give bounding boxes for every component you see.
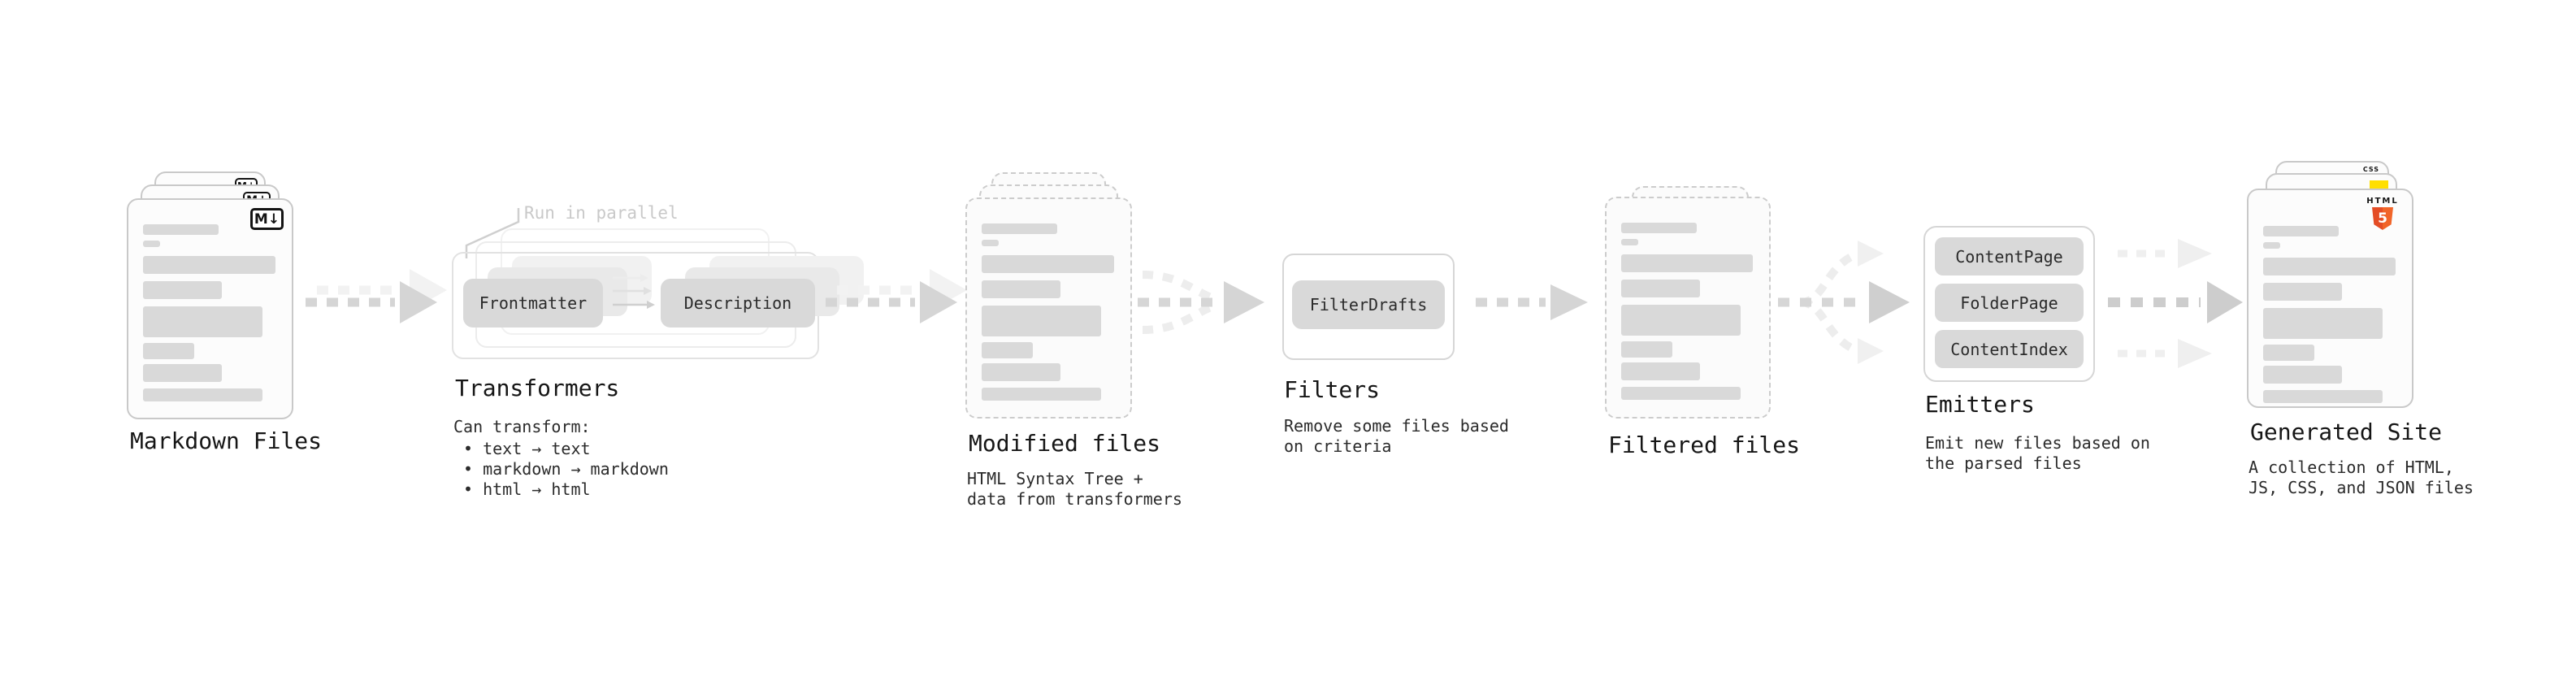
file-card-front: HTML 5 [2247, 189, 2413, 408]
stage-transformers: Run in parallel Frontmatter Description … [452, 203, 864, 512]
flow-arrow-emitter-bottom [2118, 339, 2212, 368]
skeleton-line [982, 280, 1060, 298]
skeleton-line [1621, 239, 1638, 245]
flow-arrow-emitter-middle [2108, 281, 2243, 323]
skeleton-line [982, 240, 999, 246]
stage-label: Generated Site [2250, 419, 2443, 445]
skeleton-line [2263, 283, 2342, 301]
file-skeleton [967, 199, 1130, 401]
run-in-parallel-note: Run in parallel [524, 203, 679, 223]
transformer-node-frontmatter: Frontmatter [463, 279, 603, 327]
file-skeleton [1607, 198, 1769, 400]
stage-description-line: JS, CSS, and JSON files [2249, 478, 2474, 497]
html5-icon-label: HTML [2366, 197, 2399, 206]
stage-filtered-files: Filtered files [1605, 186, 1800, 479]
skeleton-line [143, 388, 262, 401]
skeleton-line [143, 364, 222, 382]
skeleton-line [143, 256, 275, 274]
filter-node-filterdrafts: FilterDrafts [1292, 280, 1445, 329]
skeleton-line [2263, 226, 2339, 236]
skeleton-line [143, 281, 222, 299]
skeleton-line [2263, 242, 2280, 249]
transformer-node-description: Description [661, 279, 815, 327]
stage-generated-site: CSS HTML 5 Generated Site A collection o… [2247, 161, 2474, 510]
stage-description-line: Can transform: [453, 417, 591, 436]
skeleton-line [143, 306, 262, 337]
bullet-item: • text → text [463, 439, 591, 458]
file-skeleton [128, 200, 292, 401]
stage-label: Modified files [969, 430, 1161, 457]
skeleton-line [143, 224, 219, 235]
stage-description-line: Emit new files based on [1925, 433, 2150, 453]
skeleton-line [982, 342, 1033, 358]
stage-label: Filters [1284, 376, 1381, 403]
stage-description-line: Remove some files based [1284, 416, 1509, 436]
flow-arrow-filters-to-filtered [1476, 284, 1588, 320]
stage-description-line: on criteria [1284, 436, 1392, 456]
flow-arrow-modified-to-filters [1138, 271, 1264, 334]
skeleton-line [982, 363, 1060, 381]
skeleton-line [2263, 366, 2342, 384]
skeleton-line [982, 306, 1101, 336]
skeleton-line [143, 241, 160, 247]
flow-arrow-filtered-to-emitters [1778, 241, 1910, 364]
flow-arrow-markdown-to-transformers [306, 269, 447, 323]
stage-filters: FilterDrafts Filters Remove some files b… [1282, 254, 1509, 473]
flow-arrow-emitter-top [2118, 239, 2212, 268]
file-card-front [965, 197, 1132, 419]
skeleton-line [982, 255, 1114, 273]
stage-emitters: ContentPage FolderPage ContentIndex Emit… [1923, 226, 2150, 486]
file-card-front: M↓ [127, 198, 293, 419]
emitter-node-contentindex: ContentIndex [1935, 330, 2084, 368]
skeleton-line [2263, 345, 2314, 361]
skeleton-line [1621, 362, 1700, 380]
stage-description-line: data from transformers [967, 489, 1182, 509]
skeleton-line [2263, 258, 2396, 275]
skeleton-line [982, 223, 1057, 234]
emitter-node-folderpage: FolderPage [1935, 284, 2084, 322]
bullet-item: • markdown → markdown [463, 459, 669, 479]
file-skeleton [2249, 190, 2412, 403]
emitter-node-contentpage: ContentPage [1935, 237, 2084, 275]
skeleton-line [1621, 223, 1697, 233]
skeleton-line [2263, 390, 2383, 403]
skeleton-line [1621, 280, 1700, 297]
skeleton-line [2263, 308, 2383, 339]
skeleton-line [1621, 305, 1741, 336]
skeleton-line [982, 388, 1101, 401]
stage-label: Transformers [455, 375, 620, 401]
stage-modified-files: Modified files HTML Syntax Tree + data f… [965, 172, 1182, 514]
file-card-front [1605, 197, 1771, 419]
markdown-icon: M↓ [250, 208, 284, 230]
javascript-icon [2370, 180, 2388, 191]
skeleton-line [1621, 254, 1753, 272]
skeleton-line [1621, 387, 1741, 400]
parallel-arrows-icon [613, 274, 655, 309]
stage-label: Markdown Files [130, 427, 323, 454]
html5-icon: HTML 5 [2363, 197, 2402, 230]
stage-label: Filtered files [1608, 432, 1801, 458]
stage-description-line: A collection of HTML, [2249, 458, 2454, 477]
stage-description-line: the parsed files [1925, 453, 2082, 473]
stage-label: Emitters [1925, 391, 2035, 418]
stage-description-line: HTML Syntax Tree + [967, 469, 1143, 488]
skeleton-line [143, 343, 194, 359]
skeleton-line [1621, 341, 1672, 358]
stage-markdown-files: M↓ M↓ M↓ Markdown Files [127, 171, 322, 497]
flow-arrow-transformers-to-modified [826, 269, 967, 323]
bullet-item: • html → html [463, 479, 591, 499]
